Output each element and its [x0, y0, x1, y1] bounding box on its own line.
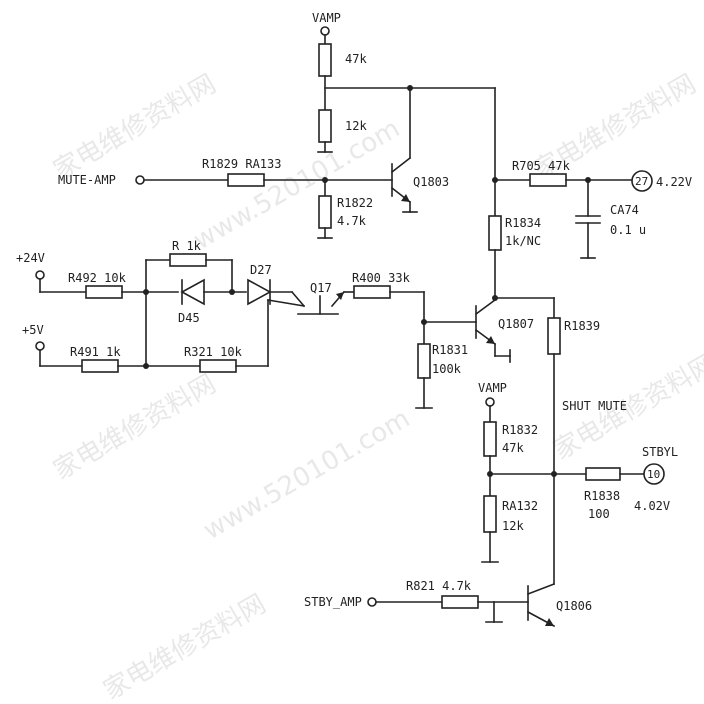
- ca74-name: CA74: [610, 203, 639, 217]
- resistor-ra132: [483, 495, 497, 533]
- watermark-text: 家电维修资料网: [49, 369, 222, 486]
- r1838-name: R1838: [584, 489, 620, 503]
- mid-divider: VAMP R1832 47k RA132 12k SHUT MUTE: [478, 381, 627, 563]
- resistor-47k-top: [318, 43, 332, 77]
- stbyl-label: STBYL: [642, 445, 678, 459]
- transistor-q1806: Q1806: [526, 582, 592, 628]
- r-top-47k-label: 47k: [345, 52, 367, 66]
- output-27-branch: R705 47k CA74 0.1 u 27 4.22V: [492, 159, 692, 259]
- q1807-stage: R400 33k R1831 100k Q1807 R1839: [352, 271, 600, 585]
- mute-amp-input: MUTE-AMP R1829 RA133 R1822 4.7k: [58, 157, 393, 239]
- resistor-r400: [353, 285, 391, 299]
- p24v-label: +24V: [16, 251, 45, 265]
- r321-label: R321 10k: [184, 345, 243, 359]
- vamp-mid-label: VAMP: [478, 381, 507, 395]
- resistor-12k-top: [318, 109, 332, 143]
- d45-label: D45: [178, 311, 200, 325]
- diode-d27: [247, 278, 272, 306]
- stbyl-output: R1838 100 10 STBYL 4.02V: [584, 445, 678, 521]
- resistor-r821: [441, 595, 479, 609]
- transistor-q1803: Q1803: [390, 87, 449, 213]
- r821-label: R821 4.7k: [406, 579, 472, 593]
- pin27-voltage: 4.22V: [656, 175, 692, 189]
- r1832-name: R1832: [502, 423, 538, 437]
- resistor-r1834: [488, 215, 502, 251]
- r1822-name: R1822: [337, 196, 373, 210]
- resistor-r1839: [547, 317, 561, 355]
- resistor-r492: [85, 285, 123, 299]
- pin10-voltage: 4.02V: [634, 499, 670, 513]
- r1834-branch: R1834 1k/NC: [488, 179, 541, 299]
- watermark-url: www.520101.com: [189, 114, 406, 256]
- r1829-label: R1829 RA133: [202, 157, 281, 171]
- watermark-text: 家电维修资料网: [49, 69, 222, 186]
- resistor-r1822: [318, 195, 332, 229]
- emitter-arrow-icon: [545, 618, 554, 626]
- vamp-mid-terminal: [485, 397, 495, 407]
- resistor-r-1k: [169, 253, 207, 267]
- emitter-arrow-icon: [336, 292, 344, 300]
- p5v-terminal: [35, 341, 45, 351]
- pin27-label: 27: [635, 175, 648, 188]
- stby-amp-input: STBY_AMP R821 4.7k: [304, 579, 529, 623]
- mute-amp-terminal[interactable]: [135, 175, 145, 185]
- diode-network: R 1k D45 D27: [145, 239, 293, 325]
- resistor-r1831: [417, 343, 431, 379]
- r1839-label: R1839: [564, 319, 600, 333]
- stby-amp-terminal[interactable]: [367, 597, 377, 607]
- watermark-url: www.520101.com: [199, 404, 416, 546]
- ra132-name: RA132: [502, 499, 538, 513]
- p5v-label: +5V: [22, 323, 44, 337]
- transistor-q17: Q17: [267, 281, 355, 315]
- watermark-text: 家电维修资料网: [99, 589, 272, 704]
- r492-label: R492 10k: [68, 271, 127, 285]
- q1806-label: Q1806: [556, 599, 592, 613]
- r1832-value: 47k: [502, 441, 524, 455]
- resistor-r491: [81, 359, 119, 373]
- supply-5v: +5V R491 1k R321 10k: [22, 291, 269, 373]
- r1838-value: 100: [588, 507, 610, 521]
- r1831-value: 100k: [432, 362, 462, 376]
- d27-label: D27: [250, 263, 272, 277]
- r1834-name: R1834: [505, 216, 541, 230]
- connector-pin-10[interactable]: [643, 463, 665, 485]
- shut-mute-label: SHUT MUTE: [562, 399, 627, 413]
- resistor-r1838: [585, 467, 621, 481]
- resistor-r705: [529, 173, 567, 187]
- p24v-terminal: [35, 270, 45, 280]
- q17-label: Q17: [310, 281, 332, 295]
- diode-d45: [180, 278, 205, 306]
- watermark: 家电维修资料网 www.520101.com 家电维修资料网 家电维修资料网 w…: [49, 69, 704, 704]
- resistor-r1829: [227, 173, 265, 187]
- vamp-top-terminal: [320, 26, 330, 36]
- r1831-name: R1831: [432, 343, 468, 357]
- r400-label: R400 33k: [352, 271, 411, 285]
- r1822-value: 4.7k: [337, 214, 367, 228]
- resistor-r1832: [483, 421, 497, 457]
- q1803-label: Q1803: [413, 175, 449, 189]
- r705-label: R705 47k: [512, 159, 571, 173]
- resistor-r321: [199, 359, 237, 373]
- emitter-arrow-icon: [486, 336, 495, 344]
- r1834-value: 1k/NC: [505, 234, 541, 248]
- connector-pin-27[interactable]: [631, 170, 653, 192]
- supply-24v: +24V R492 10k: [16, 251, 179, 299]
- mute-amp-label: MUTE-AMP: [58, 173, 116, 187]
- emitter-arrow-icon: [401, 194, 410, 202]
- vamp-top-label: VAMP: [312, 11, 341, 25]
- pin10-label: 10: [647, 468, 660, 481]
- r-1k-label: R 1k: [172, 239, 202, 253]
- ca74-value: 0.1 u: [610, 223, 646, 237]
- r-top-12k-label: 12k: [345, 119, 367, 133]
- r491-label: R491 1k: [70, 345, 121, 359]
- q1807-label: Q1807: [498, 317, 534, 331]
- ra132-value: 12k: [502, 519, 524, 533]
- stby-amp-label: STBY_AMP: [304, 595, 362, 609]
